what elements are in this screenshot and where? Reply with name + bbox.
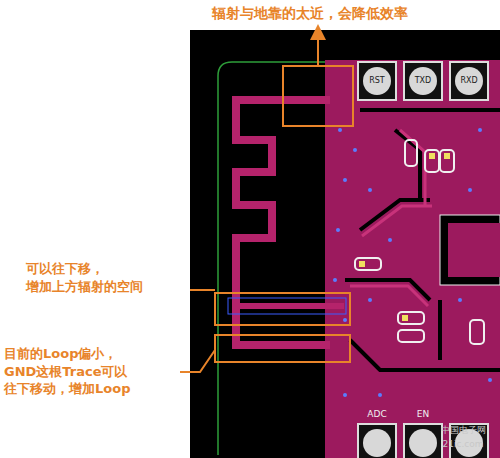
ic-chip xyxy=(440,215,500,285)
pin-name: RST xyxy=(364,76,390,87)
pin-name: TXD xyxy=(410,76,436,87)
watermark: 中国电子网 xyxy=(430,424,496,436)
watermark: 21ic.com xyxy=(430,438,496,450)
ground-pour xyxy=(325,60,500,458)
header-top xyxy=(358,62,488,100)
smd-components xyxy=(355,140,484,344)
vias xyxy=(333,128,492,397)
signal-traces xyxy=(350,130,432,306)
callout-boxes xyxy=(215,66,353,362)
silk-label: ADC xyxy=(362,408,392,420)
gnd-trace xyxy=(232,303,344,309)
silk-label: EN xyxy=(408,408,438,420)
smd-pads xyxy=(359,153,450,321)
copper-gaps xyxy=(345,110,500,370)
note-text: 辐射与地靠的太近，会降低效率 xyxy=(212,4,498,23)
note-text: 可以往下移， 增加上方辐射的空间 xyxy=(26,260,188,295)
note-text: 目前的Loop偏小， GND这根Trace可以 往下移动，增加Loop xyxy=(4,345,180,398)
selection-box xyxy=(228,298,346,314)
board-background xyxy=(190,30,500,458)
pin-name: RXD xyxy=(456,76,482,87)
leader-lines xyxy=(180,32,318,372)
